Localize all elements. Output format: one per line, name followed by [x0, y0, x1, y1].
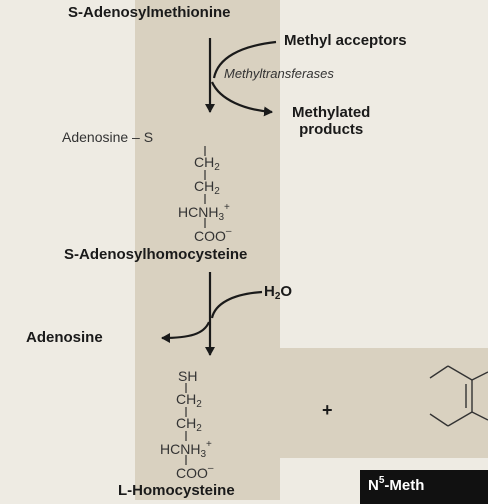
hcy-sh: SH	[178, 368, 198, 384]
hcy-coo: COO–	[176, 463, 214, 481]
methylated-products-line2: products	[299, 121, 364, 138]
adenosine-curve	[161, 321, 211, 343]
sah-adenosine-s: Adenosine – S	[62, 129, 154, 145]
hcy-ch2-a: CH2	[176, 391, 202, 410]
water-curve	[210, 290, 263, 319]
methyl-acceptors-label: Methyl acceptors	[284, 32, 407, 49]
pathway-branch	[280, 0, 488, 500]
n5-methyl-box: N5-Meth	[360, 470, 488, 504]
sah-ch2-a: CH2	[194, 154, 220, 173]
methylated-products-label: Methylated products	[292, 104, 370, 138]
methylated-products-line1: Methylated	[292, 104, 371, 121]
sam-label: S-Adenosylmethionine	[68, 4, 231, 21]
hcy-hcnh3: HCNH3+	[160, 439, 212, 460]
methylated-products-curve	[210, 81, 273, 117]
plus-sign: +	[322, 400, 333, 420]
sah-coo: COO–	[194, 226, 232, 244]
hcy-ch2-b: CH2	[176, 415, 202, 434]
water-label: H2O	[264, 283, 293, 302]
pathway-band	[135, 0, 280, 500]
sah-hcnh3: HCNH3+	[178, 202, 230, 223]
sah-label: S-Adenosylhomocysteine	[64, 246, 248, 263]
methyltransferases-label: Methyltransferases	[224, 66, 334, 81]
methyl-acceptor-curve	[212, 40, 277, 79]
sah-ch2-b: CH2	[194, 178, 220, 197]
pathway-lower-band	[280, 348, 488, 458]
homocysteine-label: L-Homocysteine	[118, 482, 235, 499]
ring-structure-fragment	[429, 365, 488, 427]
adenosine-label: Adenosine	[26, 329, 103, 346]
